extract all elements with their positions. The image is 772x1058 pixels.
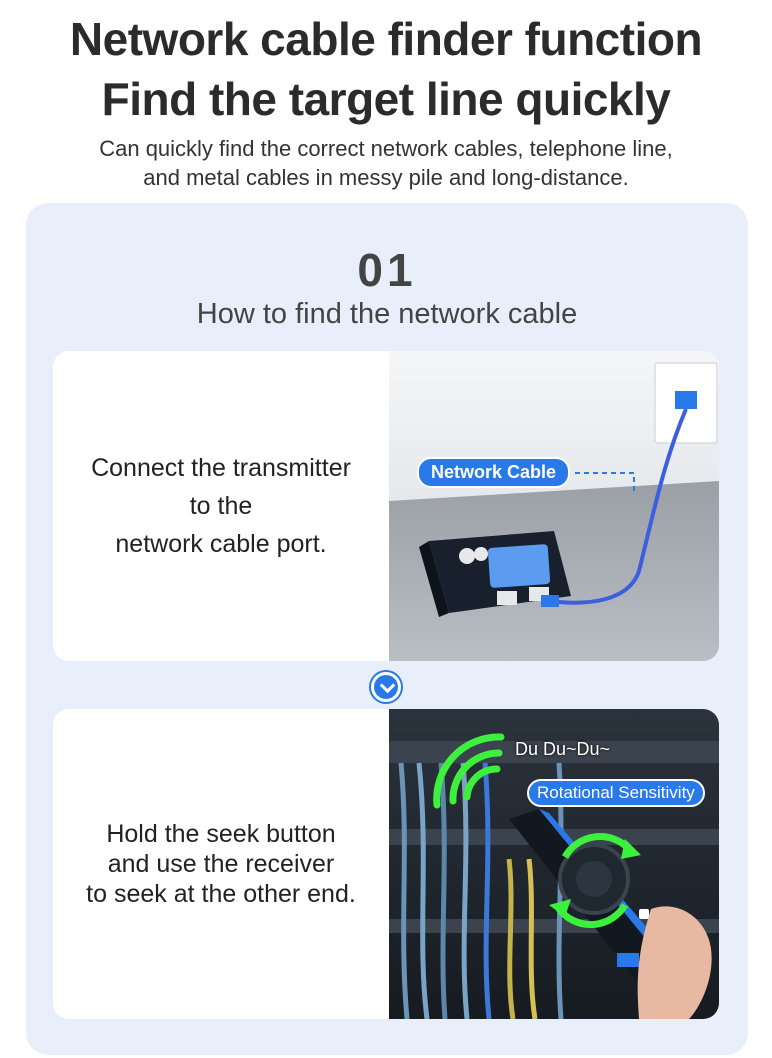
step-card-connect-text: Connect the transmitter to the network c…	[53, 351, 389, 661]
rotational-sensitivity-label: Rotational Sensitivity	[527, 779, 705, 807]
headline-line-2: Find the target line quickly	[101, 73, 671, 125]
step-card-seek-text: Hold the seek button and use the receive…	[53, 709, 389, 1019]
step-2-text-line: to seek at the other end.	[86, 880, 356, 908]
step-card-seek: Hold the seek button and use the receive…	[53, 709, 719, 1019]
step-number: 01	[357, 244, 417, 296]
rotation-arrow-icon	[556, 833, 632, 929]
step-1-text-line: network cable port.	[115, 530, 327, 558]
chevron-down-icon	[371, 672, 401, 702]
receiver-illustration	[389, 709, 719, 1019]
step-1-text-line: Connect the transmitter	[91, 454, 351, 482]
step-2-text-line: and use the receiver	[107, 850, 335, 878]
step-card-connect: Connect the transmitter to the network c…	[53, 351, 719, 661]
receiver-photo: Du Du~Du~ Rotational Sensitivity	[389, 709, 719, 1019]
sound-wave-icon	[433, 733, 505, 809]
transmitter-device	[419, 531, 571, 617]
step-2-text-line: Hold the seek button	[106, 820, 336, 848]
steps-panel: 01 How to find the network cable Connect…	[26, 203, 748, 1055]
step-1-text-line: to the	[189, 492, 253, 520]
headline-line-1: Network cable finder function	[69, 13, 703, 65]
subheadline-line-2: and metal cables in messy pile and long-…	[143, 165, 629, 190]
transmitter-photo: Network Cable	[389, 351, 719, 661]
network-cable-label: Network Cable	[417, 457, 571, 488]
subheadline-line-1: Can quickly find the correct network cab…	[99, 136, 673, 161]
step-title: How to find the network cable	[196, 298, 578, 330]
transmitter-illustration	[389, 351, 719, 661]
sound-label: Du Du~Du~	[515, 739, 611, 759]
